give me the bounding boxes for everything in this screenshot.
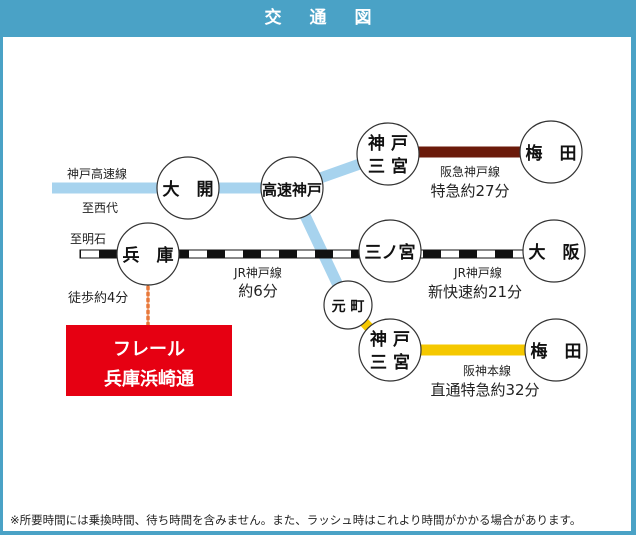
hanshin-time-label: 直通特急約32分	[430, 381, 539, 399]
jr-time-label: 約6分	[238, 282, 278, 300]
map-area	[3, 37, 631, 531]
station-label: 梅 田	[531, 341, 582, 362]
hanshin-line-label: 阪神本線	[463, 363, 511, 378]
station-hankyu-sannomiya	[356, 122, 420, 186]
station-label: 三 宮	[370, 352, 410, 373]
destination-box	[66, 325, 232, 396]
station-motomachi	[323, 280, 373, 330]
station-label: 大 開	[163, 179, 214, 200]
station-osaka	[522, 219, 586, 283]
station-hyogo	[116, 222, 180, 286]
station-label: 大 阪	[529, 242, 580, 263]
jr-line-label: JR神戸線	[453, 265, 502, 280]
station-hanshin-sannomiya	[358, 318, 422, 382]
walk-time-label: 徒歩約4分	[68, 291, 128, 306]
to-akashi-label: 至明石	[70, 232, 106, 246]
station-label: 三ノ宮	[365, 242, 416, 263]
jr-time-label: 新快速約21分	[428, 283, 522, 301]
station-label: 三 宮	[368, 156, 408, 177]
hankyu-line-label: 阪急神戸線	[440, 164, 500, 179]
station-hanshin-umeda	[524, 318, 588, 382]
station-sannomiya-jr	[358, 219, 422, 283]
station-label: 高速神戸	[262, 181, 322, 199]
station-label: 神 戸	[368, 133, 408, 154]
destination-name-line1: フレール	[113, 339, 185, 360]
to-nishidai-label: 至西代	[82, 201, 118, 215]
page-title: 交通図	[264, 8, 400, 28]
station-label: 元 町	[332, 299, 365, 315]
station-label: 神 戸	[370, 329, 410, 350]
jr-line-label: JR神戸線	[233, 265, 282, 280]
station-hankyu-umeda	[519, 120, 583, 184]
station-daikai	[156, 156, 220, 220]
station-label: 兵 庫	[123, 245, 174, 266]
destination-name-line2: 兵庫浜崎通	[104, 368, 194, 390]
station-label: 梅 田	[526, 143, 577, 164]
hankyu-time-label: 特急約27分	[430, 182, 509, 200]
station-kosoku-kobe	[260, 156, 324, 220]
footnote: ※所要時間には乗換時間、待ち時間を含みません。また、ラッシュ時はこれより時間がか…	[10, 513, 582, 527]
kobe-kosoku-line-label: 神戸高速線	[67, 166, 127, 181]
